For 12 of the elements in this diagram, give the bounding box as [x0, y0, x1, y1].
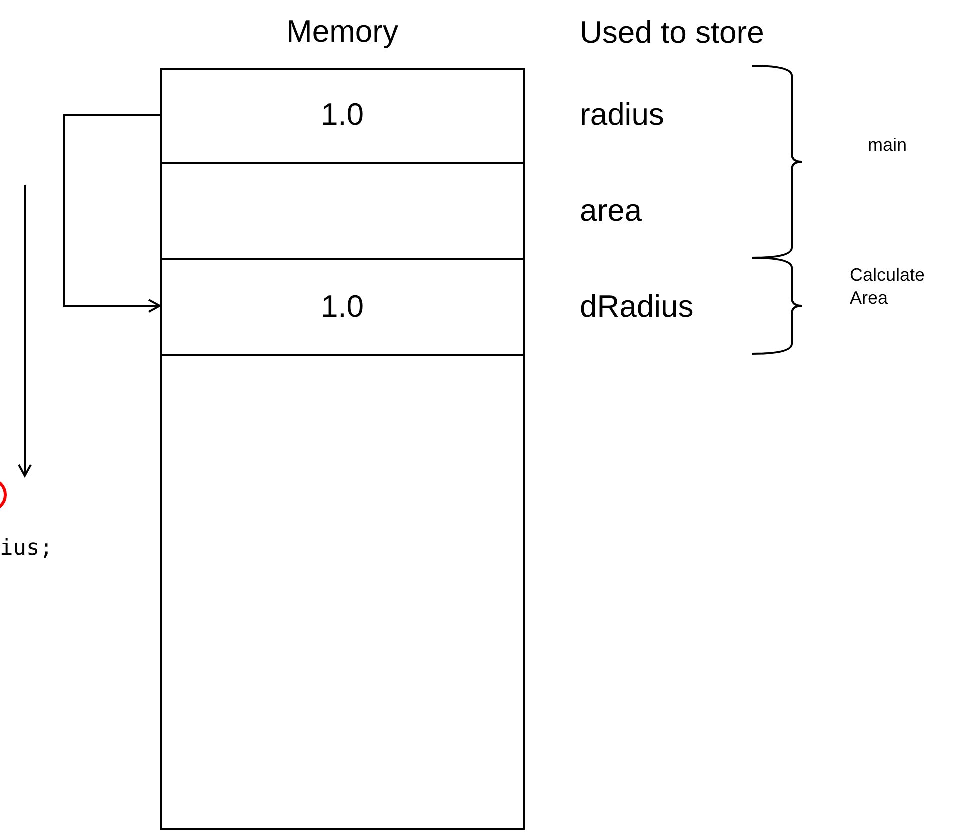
scope-label: main [868, 134, 908, 156]
arrow [18, 185, 32, 477]
cell-value: 1.0 [320, 97, 364, 133]
variable-name: dRadius [580, 288, 694, 326]
variable-name: area [580, 192, 642, 230]
variable-name: radius [580, 96, 664, 134]
arrow [63, 114, 161, 313]
code-fragment: ius; [0, 535, 53, 562]
column-heading: Used to store [580, 14, 764, 52]
column-heading: Memory [286, 14, 400, 50]
scope-label: Calculate Area [850, 264, 926, 309]
cell-value: 1.0 [320, 289, 364, 325]
